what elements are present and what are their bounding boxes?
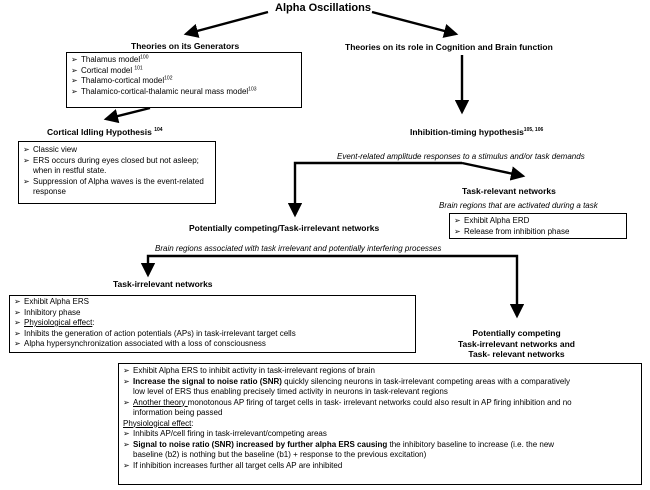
competing-heading: Potentially competing/Task-irrelevant ne… [189,223,380,233]
list-item: ➢Exhibit Alpha ERD [454,216,530,225]
list-item: ➢Alpha hypersynchronization associated w… [14,339,266,348]
list-item: ➢Increase the signal to noise ratio (SNR… [123,376,571,386]
bullet-icon: ➢ [123,376,130,386]
bullet-icon: ➢ [71,55,78,64]
list-item: ➢Suppression of Alpha waves is the event… [23,176,204,197]
arrow-inhibition-to-competing [287,161,462,218]
arrow-competing-to-both [302,254,525,319]
idling-heading: Cortical Idling Hypothesis 104 [47,127,163,137]
competing-caption: Brain regions associated with task irrel… [155,244,442,253]
list-item: ➢Another theory monotonous AP firing of … [123,397,572,407]
idling-box: ➢Classic view ➢ERS occurs during eyes cl… [18,141,216,204]
page-title: Alpha Oscillations [275,2,371,14]
list-item: ➢Exhibit Alpha ERS [14,297,89,306]
bullet-icon: ➢ [454,216,461,225]
arrow-inhibition-to-relevant [461,161,526,181]
generators-box: ➢Thalamus model100 ➢Cortical model 101 ➢… [66,52,302,108]
bullet-icon: ➢ [14,318,21,327]
list-item: ➢Classic view [23,145,78,154]
arrow-title-to-cognition [371,10,459,38]
bullet-icon: ➢ [14,339,21,348]
list-item: ➢If inhibition increases further all tar… [123,460,343,470]
relevant-heading: Task-relevant networks [462,186,556,196]
relevant-caption: Brain regions that are activated during … [439,201,598,210]
bullet-icon: ➢ [123,429,130,438]
bullet-icon: ➢ [23,145,30,154]
relevant-box: ➢Exhibit Alpha ERD ➢Release from inhibit… [449,213,627,239]
bullet-icon: ➢ [454,226,461,236]
list-item: ➢Inhibitory phase [14,307,81,317]
generators-heading: Theories on its Generators [131,41,240,51]
list-item: ➢Release from inhibition phase [454,226,570,236]
bullet-icon: ➢ [71,86,78,96]
inhibition-heading: Inhibition-timing hypothesis105, 106 [410,127,544,137]
bullet-icon: ➢ [123,366,130,375]
list-item: ➢Inhibits AP/cell firing in task-irrelev… [123,429,327,438]
irrelevant-box: ➢Exhibit Alpha ERS ➢Inhibitory phase ➢Ph… [9,295,416,353]
list-item-continued: low level of ERS thus enabling precisely… [133,387,448,396]
list-item: ➢Thalamico-cortical-thalamic neural mass… [71,85,257,96]
bullet-icon: ➢ [123,460,130,470]
list-item-continued: information being passed [133,408,223,417]
arrow-competing-to-irrelevant [140,254,302,278]
bullet-icon: ➢ [71,65,78,75]
list-item: ➢Inhibits the generation of action poten… [14,328,296,338]
list-item: ➢Exhibit Alpha ERS to inhibit activity i… [123,366,375,375]
list-item: ➢Thalamus model100 [71,54,149,64]
irrelevant-heading: Task-irrelevant networks [113,279,213,289]
list-item: ➢Signal to noise ratio (SNR) increased b… [123,439,555,449]
arrow-generators-to-idling [103,106,151,124]
list-item: ➢Thalamo-cortical model102 [71,75,173,85]
inhibition-caption: Event-related amplitude responses to a s… [337,152,585,161]
bullet-icon: ➢ [14,297,21,306]
list-item: ➢ERS occurs during eyes closed but not a… [23,155,199,176]
arrow-title-to-generators [183,10,269,38]
bullet-icon: ➢ [71,76,78,85]
bullet-icon: ➢ [23,155,30,165]
cognition-heading: Theories on its role in Cognition and Br… [345,42,553,52]
bullet-icon: ➢ [123,439,130,449]
physiological-effect-label: Physiological effect: [123,418,194,428]
bullet-icon: ➢ [23,176,30,186]
list-item: ➢Physiological effect: [14,318,95,327]
both-networks-heading: Potentially competing Task-irrelevant ne… [458,328,575,359]
bullet-icon: ➢ [14,328,21,338]
bullet-icon: ➢ [14,307,21,317]
bullet-icon: ➢ [123,397,130,407]
list-item: ➢Cortical model 101 [71,64,143,75]
mechanism-box: ➢Exhibit Alpha ERS to inhibit activity i… [118,363,642,485]
list-item-continued: baseline (b2) is nothing but the baselin… [133,450,427,459]
